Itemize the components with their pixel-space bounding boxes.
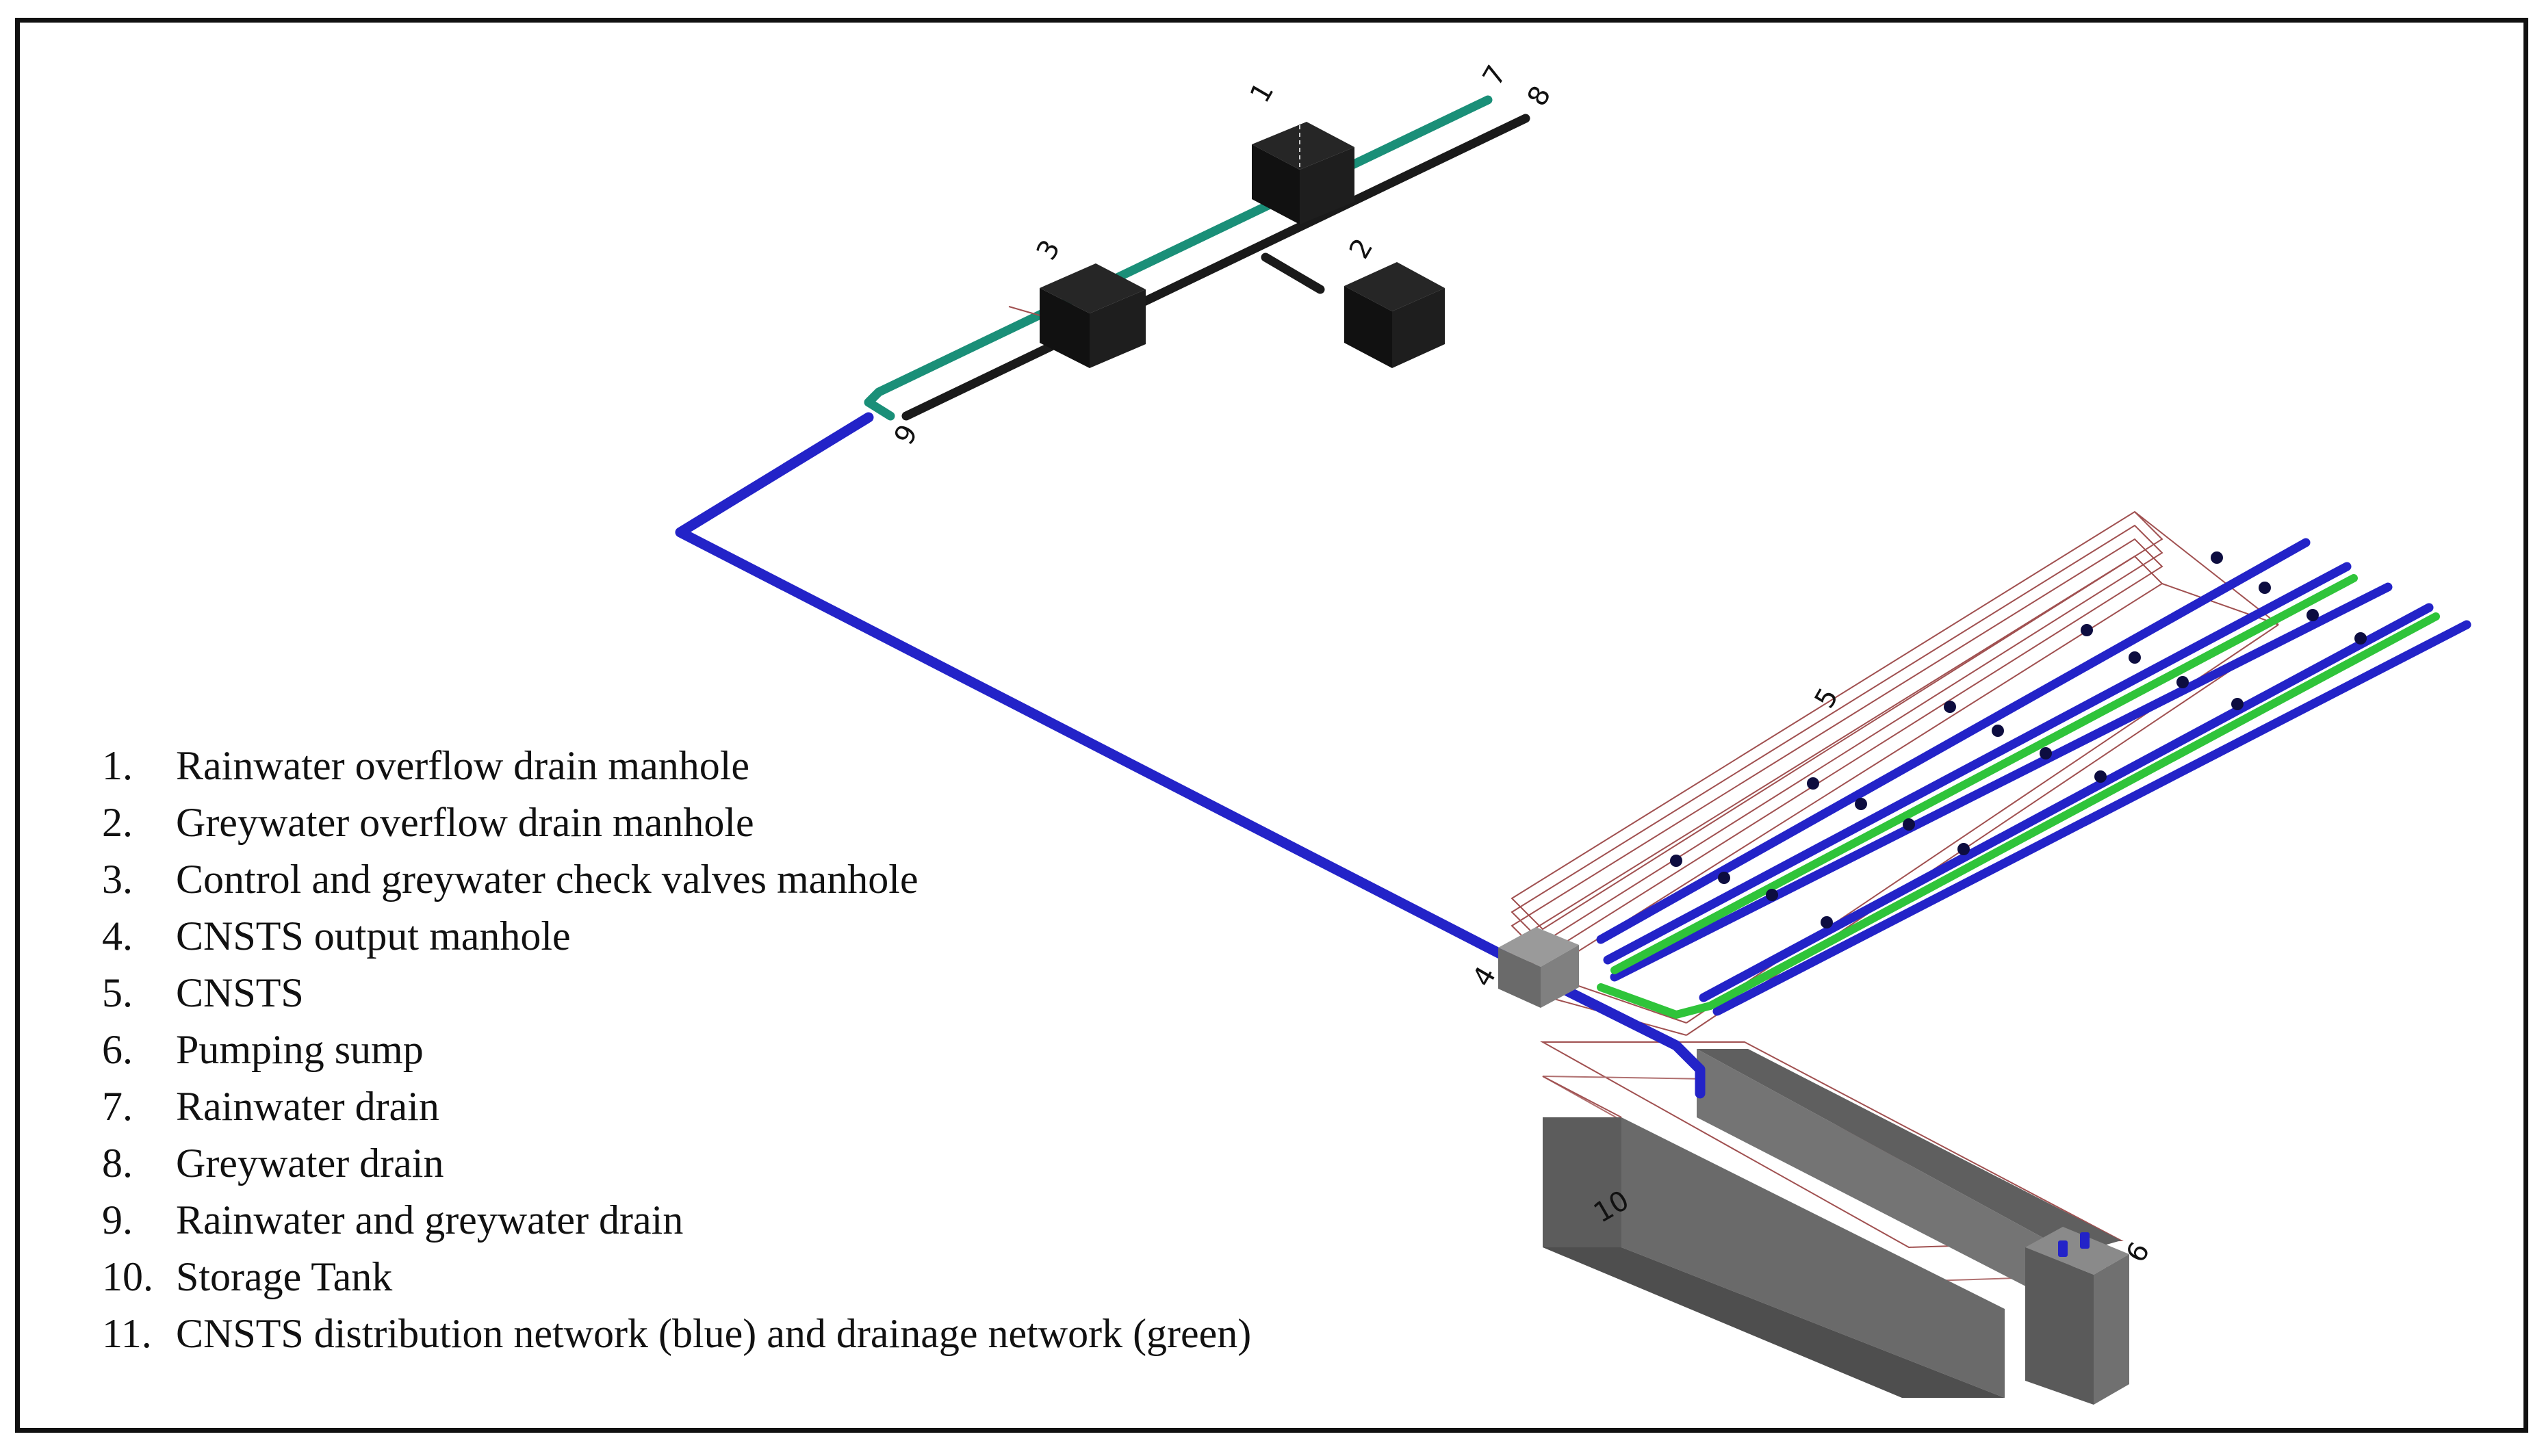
label-3: 3: [1031, 235, 1067, 265]
legend-number: 10.: [102, 1254, 153, 1299]
legend-number: 5.: [102, 970, 133, 1015]
label-2: 2: [1344, 233, 1380, 264]
legend-item: 10. Storage Tank: [102, 1249, 1443, 1305]
rainwater-overflow-manhole: [1252, 122, 1354, 224]
legend-number: 6.: [102, 1027, 133, 1072]
legend-item: 9. Rainwater and greywater drain: [102, 1192, 1443, 1249]
legend-text: Pumping sump: [176, 1027, 424, 1072]
cnsts-distribution-network: [1596, 538, 2471, 1016]
greywater-drain-pipe: [901, 114, 1530, 421]
label-1: 1: [1244, 77, 1281, 108]
legend-item: 1. Rainwater overflow drain manhole: [102, 738, 1443, 794]
network-fittings: [1670, 551, 2367, 928]
figure-frame: 1 2 3 4 5 6 7 8 9 10 1. Rainwater overflo…: [15, 18, 2528, 1433]
rainwater-greywater-drain-pipe: [675, 412, 1706, 1099]
legend-number: 4.: [102, 913, 133, 959]
cnsts-drainage-network: [1597, 574, 2440, 1019]
legend-text: Greywater overflow drain manhole: [176, 800, 754, 845]
label-7: 7: [1477, 60, 1513, 91]
legend-item: 7. Rainwater drain: [102, 1078, 1443, 1135]
storage-tank: [1540, 1041, 2124, 1398]
legend-text: Rainwater and greywater drain: [176, 1197, 684, 1243]
legend-item: 3. Control and greywater check valves man…: [102, 851, 1443, 908]
cnsts-output-manhole: [1498, 927, 1579, 1008]
legend-text: Rainwater overflow drain manhole: [176, 743, 750, 788]
legend-item: 2. Greywater overflow drain manhole: [102, 794, 1443, 851]
label-4: 4: [1467, 961, 1503, 992]
legend-text: Greywater drain: [176, 1141, 444, 1186]
system-diagram: 1 2 3 4 5 6 7 8 9 10: [675, 60, 2471, 1405]
legend-text: CNSTS: [176, 970, 304, 1015]
control-check-valves-manhole: [1008, 263, 1146, 368]
legend-item: 11. CNSTS distribution network (blue) and…: [102, 1305, 1443, 1362]
greywater-overflow-manhole: [1344, 262, 1445, 368]
legend-number: 1.: [102, 743, 133, 788]
legend-item: 8. Greywater drain: [102, 1135, 1443, 1192]
legend-number: 2.: [102, 800, 133, 845]
pumping-sump: [2025, 1227, 2129, 1405]
legend: 1. Rainwater overflow drain manhole 2. Gre…: [102, 738, 1443, 1362]
legend-text: CNSTS output manhole: [176, 913, 571, 959]
legend-text: Control and greywater check valves manho…: [176, 857, 918, 902]
rainwater-drain-pipe: [864, 95, 1493, 421]
legend-text: CNSTS distribution network (blue) and dr…: [176, 1311, 1252, 1356]
legend-item: 5. CNSTS: [102, 965, 1443, 1022]
legend-number: 3.: [102, 857, 133, 902]
legend-text: Storage Tank: [176, 1254, 393, 1299]
legend-item: 4. CNSTS output manhole: [102, 908, 1443, 965]
legend-item: 6. Pumping sump: [102, 1022, 1443, 1078]
label-9: 9: [888, 419, 925, 450]
legend-number: 7.: [102, 1084, 133, 1129]
legend-text: Rainwater drain: [176, 1084, 439, 1129]
legend-number: 8.: [102, 1141, 133, 1186]
legend-number: 9.: [102, 1197, 133, 1243]
legend-number: 11.: [102, 1311, 152, 1356]
label-8: 8: [1521, 81, 1558, 112]
